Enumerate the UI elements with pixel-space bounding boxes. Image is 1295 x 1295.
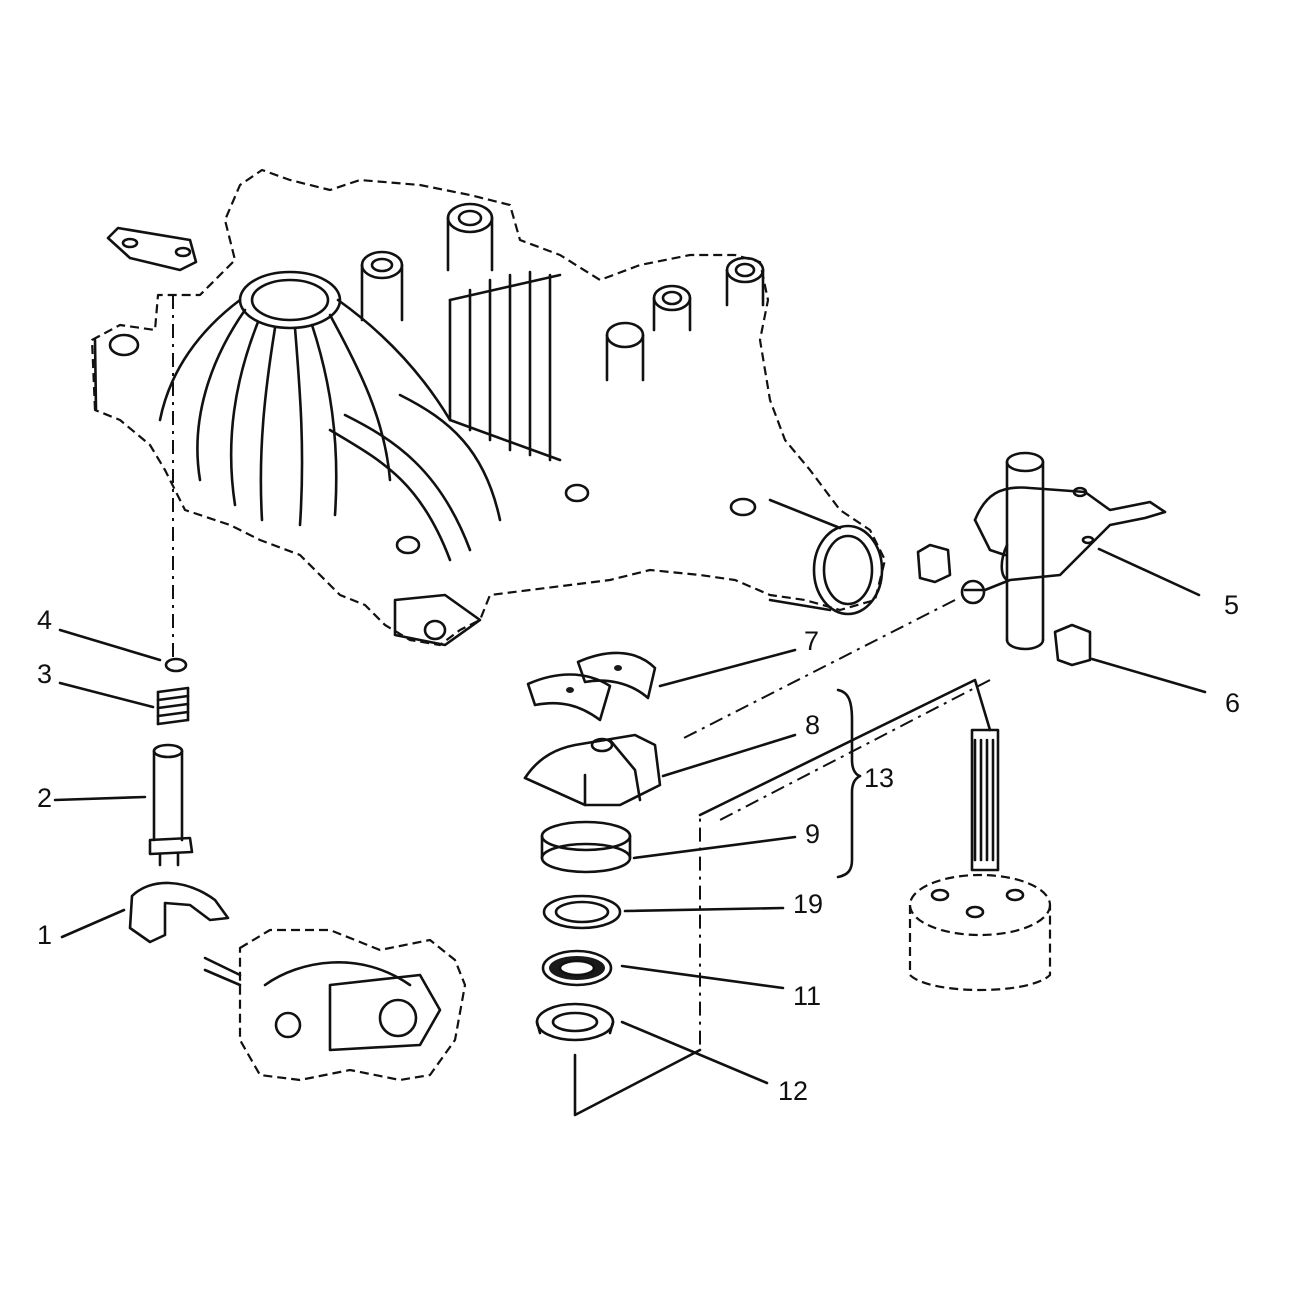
center-section (203, 928, 467, 1082)
callout-7: 7 (804, 626, 819, 656)
swashplate (523, 733, 662, 807)
callout-2: 2 (37, 783, 52, 813)
assembly-line-shaft (698, 678, 992, 817)
callout-1: 1 (37, 920, 52, 950)
seal (541, 949, 613, 987)
bearing-halves (526, 651, 657, 722)
washer (542, 894, 622, 930)
thrust-race (540, 820, 632, 874)
center-lines (172, 295, 991, 1050)
callout-8: 8 (805, 710, 820, 740)
spacer (535, 1002, 615, 1042)
callout-3: 3 (37, 659, 52, 689)
slider-blocks (916, 543, 1092, 667)
control-shaft-assembly (960, 451, 1167, 651)
callout-4: 4 (37, 605, 52, 635)
callout-11: 11 (793, 981, 821, 1011)
callout-12: 12 (778, 1076, 808, 1106)
o-ring (164, 657, 188, 673)
spring (156, 686, 190, 726)
callout-labels: 1 2 3 4 5 6 7 8 9 13 19 11 12 (37, 590, 1240, 1106)
callout-9: 9 (805, 819, 820, 849)
callout-19: 19 (793, 889, 823, 919)
control-arm (128, 881, 230, 944)
assembly-line-bottom (573, 1048, 702, 1117)
callout-5: 5 (1224, 590, 1239, 620)
valve-plunger (148, 743, 194, 867)
callout-13: 13 (864, 763, 894, 793)
leader-lines (53, 547, 1207, 1085)
bracket-13 (836, 688, 862, 879)
pump-shaft-cylinder (908, 728, 1052, 992)
transmission-housing (90, 168, 887, 647)
callout-6: 6 (1225, 688, 1240, 718)
